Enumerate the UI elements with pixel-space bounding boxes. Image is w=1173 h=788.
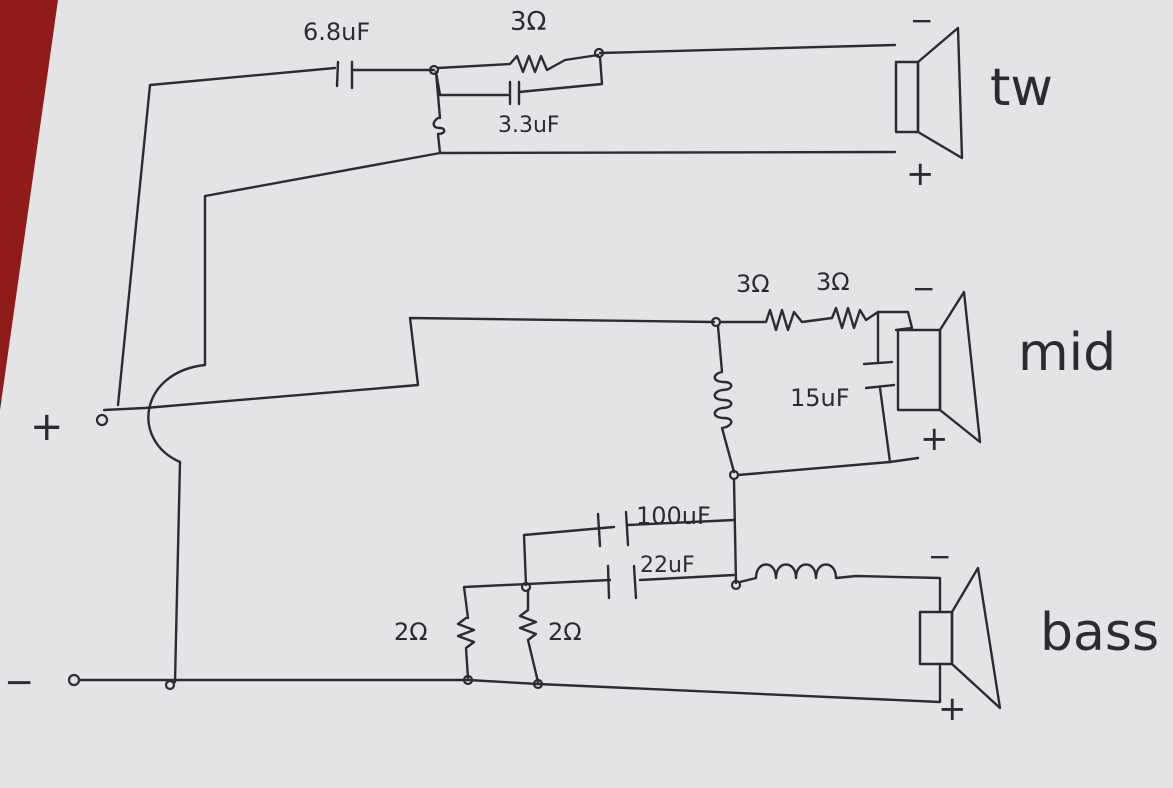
bass-node-right [730,579,742,591]
bass-section: 100uF 22uF 2Ω 2Ω − + bass [394,477,1159,729]
input-terminals: + − [4,363,942,704]
tw-plus-label: + [906,154,935,194]
tw-cap2-wire-right [517,55,604,94]
bass-cap1-plate-b [624,510,630,547]
bass-cap2-wire [462,573,736,620]
mid-driver [896,290,982,444]
ground-hop-wire [147,363,207,684]
tw-cap2-label: 3.3uF [498,113,560,138]
tw-wire-to-driver [598,43,897,55]
mid-driver-cone [938,290,982,444]
mid-feed-wire [102,316,716,412]
bass-trunk-wire [732,477,738,585]
bass-driver [918,566,1002,710]
tw-cap-plate-a [335,60,340,88]
mid-cap-wire [862,310,896,464]
bass-cap1-plate-a [596,512,602,548]
bass-res2-label: 2Ω [548,618,582,646]
mid-minus-label: − [912,272,935,305]
mid-shunt-inductor [713,324,736,474]
bass-name-label: bass [1040,603,1159,663]
bass-plus-label: + [938,689,967,729]
tw-driver-cone [916,26,964,160]
bass-res1-label: 2Ω [394,618,428,646]
mid-return-wire [736,456,920,477]
tw-minus-label: − [910,4,933,37]
bass-cap1-label: 100uF [636,502,711,530]
bass-cap2-plate-a [606,564,611,600]
bass-cap1-wire [522,518,736,587]
bass-series-inductor [738,563,942,612]
mid-section: 3Ω 3Ω 15uF − + mid [102,268,1116,481]
mid-name-label: mid [1018,323,1116,383]
ground-bus-wire [78,662,942,704]
mid-res2-label: 3Ω [816,268,850,296]
tw-feed-wire [116,66,337,407]
tw-return-wire [203,150,897,367]
mid-res1-label: 3Ω [736,270,770,298]
bass-res2-wire [518,588,540,684]
tweeter-driver [894,26,964,160]
bass-res1-wire [456,616,476,680]
tweeter-section: 6.8uF 3Ω 3.3uF − + tw [116,4,1053,407]
tw-res-label: 3Ω [510,7,546,37]
mid-plus-label: + [920,419,949,459]
tw-cap-label: 6.8uF [303,18,370,46]
tw-shunt-inductor [432,70,446,155]
bass-driver-cone [950,566,1002,710]
input-plus-terminal [95,413,109,427]
tw-node-left [428,64,440,76]
tw-name-label: tw [990,58,1053,118]
mid-cap-label: 15uF [790,384,850,412]
bass-minus-label: − [928,540,951,573]
input-minus-label: − [4,662,34,703]
bass-cap2-label: 22uF [640,553,695,578]
bass-cap2-plate-b [632,564,638,600]
tw-res-wire [436,53,600,74]
bass-node-mid [520,581,532,593]
input-plus-label: + [30,404,64,450]
